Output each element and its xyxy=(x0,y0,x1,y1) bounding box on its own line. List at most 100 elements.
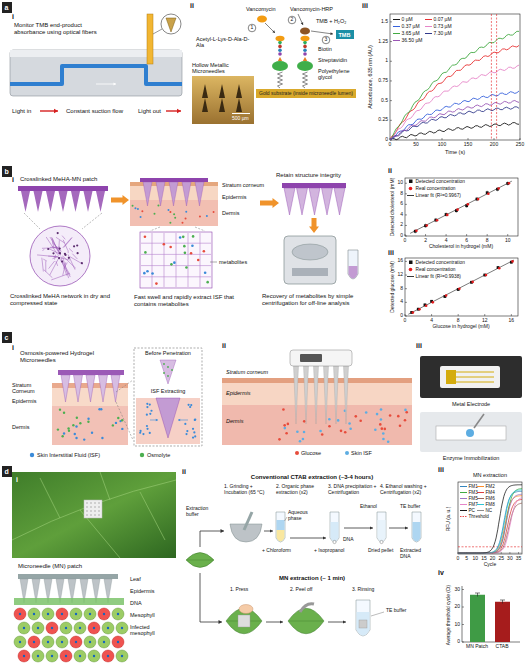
label: MN Patch xyxy=(466,644,488,650)
line xyxy=(61,258,67,276)
metal-electrode xyxy=(446,370,456,384)
panel-sub-label: iii xyxy=(362,2,368,10)
label: Monitor TMB end-product absorbance using… xyxy=(14,22,106,35)
particle xyxy=(287,423,290,426)
line xyxy=(24,213,40,229)
tick-label: 20 xyxy=(454,604,460,610)
label: Stratum Corneum xyxy=(12,382,50,394)
tick-label: 0 xyxy=(389,142,392,148)
mesophyll-cell xyxy=(84,608,96,620)
streptavidin xyxy=(272,61,288,71)
arrow-line xyxy=(96,84,116,85)
metabolite xyxy=(169,246,172,249)
label: Acetyl-L-Lys-D-Ala-D-Ala xyxy=(196,36,254,48)
tick-label: 4 xyxy=(400,300,403,306)
crosslink xyxy=(52,252,54,254)
particle xyxy=(67,427,69,429)
legend-text: FM2 xyxy=(486,484,495,489)
chip-top xyxy=(10,50,182,57)
data-curve xyxy=(458,553,522,554)
label: Streptavidin xyxy=(318,57,347,63)
metabolite xyxy=(141,210,143,212)
patch-base xyxy=(282,183,346,188)
panel-sub-label: ii xyxy=(222,342,226,350)
microneedle xyxy=(34,191,43,212)
metabolite xyxy=(163,243,166,246)
legend-swatch xyxy=(460,484,467,489)
particle xyxy=(283,424,286,427)
legend-sample xyxy=(425,19,432,20)
callout-number: 3 xyxy=(325,37,328,43)
particle xyxy=(399,424,402,427)
tick-label: 8 xyxy=(400,286,403,292)
data-curve xyxy=(390,101,519,141)
peptide-bead xyxy=(303,48,307,52)
needle-dot xyxy=(90,502,91,503)
legend-swatch xyxy=(407,260,414,265)
legend-swatch xyxy=(393,24,400,29)
legend-sample xyxy=(407,276,414,277)
glucose-scatter xyxy=(408,260,514,314)
data-point xyxy=(445,294,448,297)
line xyxy=(474,414,484,428)
line xyxy=(44,270,53,278)
data-point xyxy=(508,182,511,185)
line xyxy=(68,250,69,253)
dna-dot xyxy=(121,655,123,657)
arrow-line xyxy=(178,420,188,421)
patch-base xyxy=(18,186,108,191)
dna-dot xyxy=(121,627,123,629)
needle-dot xyxy=(94,510,95,511)
legend-dot xyxy=(140,453,144,457)
microneedle xyxy=(143,182,152,206)
line xyxy=(390,120,392,121)
line xyxy=(408,260,514,314)
tube xyxy=(276,512,285,542)
label: metabolites xyxy=(219,259,247,265)
tick-label: 10 xyxy=(454,622,460,628)
axis-title: Time (s) xyxy=(445,149,465,155)
crosslink xyxy=(68,257,70,259)
line xyxy=(416,138,417,140)
assay-schematic xyxy=(192,14,333,124)
line xyxy=(371,612,384,616)
plot-frame xyxy=(405,258,518,316)
axis-title: Detected glucose (mM) xyxy=(390,261,396,313)
pellet xyxy=(380,540,383,543)
line xyxy=(484,314,485,316)
line xyxy=(150,227,160,231)
legend-entry: FM4 xyxy=(477,490,495,495)
line xyxy=(62,260,70,275)
legend-entry: FM7 xyxy=(460,502,478,507)
dna-dot xyxy=(61,641,63,643)
microneedle xyxy=(46,191,55,212)
callout-circle xyxy=(288,16,296,24)
label: Recovery of metabolites by simple centri… xyxy=(262,293,384,306)
plot-frame xyxy=(405,178,518,236)
data-curve xyxy=(390,45,519,139)
particle xyxy=(87,420,89,422)
particle xyxy=(61,435,63,437)
dna-dot xyxy=(107,655,109,657)
particle xyxy=(382,438,385,441)
dna-dot xyxy=(37,627,39,629)
label: Dermis xyxy=(12,424,29,430)
sensor-needle xyxy=(294,366,299,424)
tick-label: 10 xyxy=(473,556,479,562)
patch-base xyxy=(140,178,208,182)
dna-dot xyxy=(19,641,21,643)
line xyxy=(458,314,459,316)
crosslink xyxy=(47,248,49,250)
amplification-curves xyxy=(458,485,522,553)
legend-entry: 0 µM xyxy=(393,17,413,23)
metabolite xyxy=(137,208,139,210)
particle xyxy=(397,415,400,418)
needle-photo xyxy=(236,84,242,98)
line xyxy=(48,256,57,257)
dna-dot xyxy=(79,655,81,657)
needle-swollen xyxy=(156,398,180,438)
arrowhead xyxy=(114,83,117,86)
data-point xyxy=(477,198,480,201)
tick-label: 2 xyxy=(400,223,403,229)
